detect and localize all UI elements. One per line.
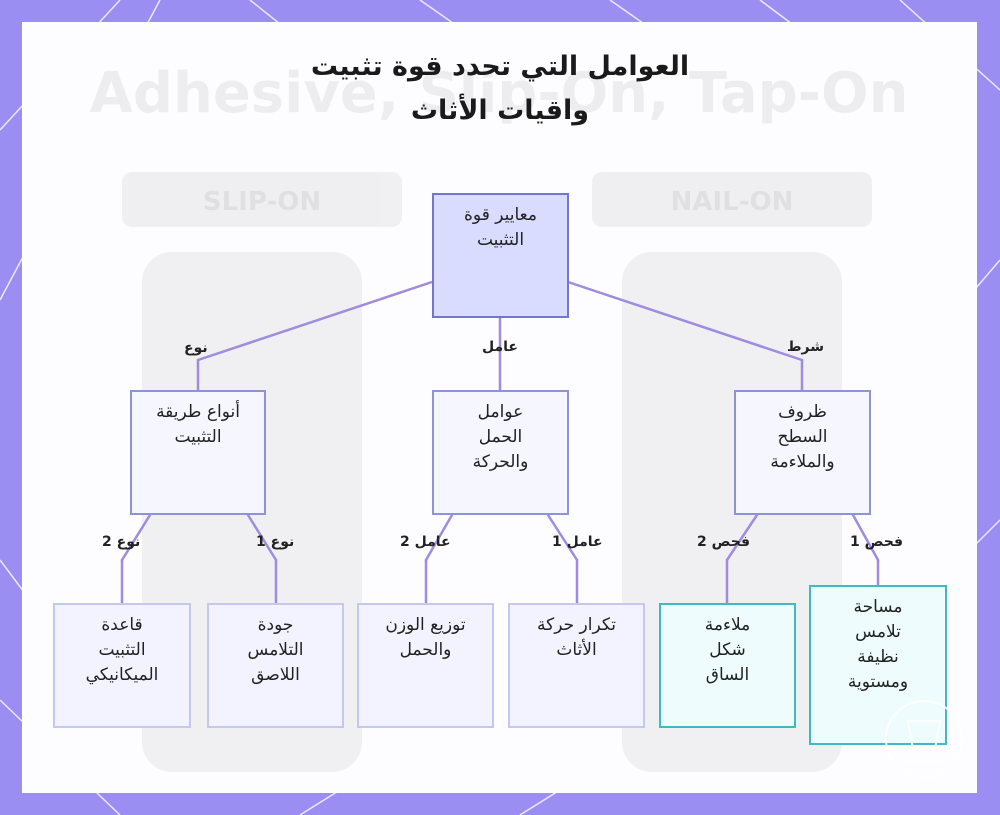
edge-label-check-2: فحص 2	[697, 534, 750, 550]
edge-label-type-2: نوع 2	[102, 534, 141, 550]
svg-text:SLIP-ON: SLIP-ON	[203, 187, 321, 217]
edge-label-check-1: فحص 1	[850, 534, 903, 550]
background-ghost-image: Adhesive, Slip-On, Tap-On SLIP-ON NAIL-O…	[90, 61, 909, 772]
edge-label-type: نوع	[184, 340, 208, 356]
watermark-cup-icon	[885, 700, 963, 778]
title-line-2: واقيات الأثاث	[410, 95, 590, 126]
edge-label-type-1: نوع 1	[256, 534, 295, 550]
edge-label-factor-2: عامل 2	[400, 534, 451, 550]
title-line-1: العوامل التي تحدد قوة تثبيت	[310, 51, 690, 82]
edge-root-surface	[566, 280, 804, 362]
edge-label-factor-1: عامل 1	[552, 534, 603, 550]
edge-surface-leg	[725, 513, 759, 562]
diagram-title: العوامل التي تحدد قوة تثبيت واقيات الأثا…	[0, 45, 1000, 133]
edge-root-types	[196, 280, 434, 362]
svg-text:NAIL-ON: NAIL-ON	[671, 187, 794, 217]
edge-load-movement	[546, 513, 579, 562]
edge-types-adhesive	[246, 513, 278, 562]
edge-surface-clean	[851, 513, 880, 562]
svg-text:Adhesive, Slip-On, Tap-On: Adhesive, Slip-On, Tap-On	[90, 61, 909, 126]
edge-label-factor: عامل	[482, 339, 518, 355]
edge-label-condition: شرط	[787, 339, 825, 355]
edge-types-mechanical	[120, 513, 152, 562]
edge-load-weight	[424, 513, 454, 562]
